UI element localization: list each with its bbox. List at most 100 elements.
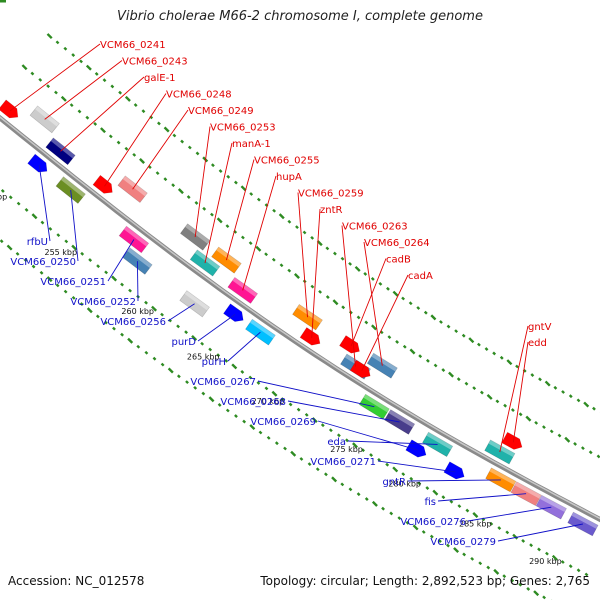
gene-label-galE-1[interactable]: galE-1 <box>144 73 176 84</box>
tick-mark <box>100 127 106 134</box>
tick-mark <box>256 381 261 385</box>
tick-mark <box>216 353 221 358</box>
feature-zntR[interactable] <box>299 327 323 348</box>
gene-label-edd[interactable]: edd <box>528 338 547 349</box>
tick-mark <box>328 428 333 433</box>
tick-mark <box>497 526 502 530</box>
gene-label-VCM66_0251[interactable]: VCM66_0251 <box>40 277 106 288</box>
gene-label-VCM66_0268[interactable]: VCM66_0268 <box>220 397 286 408</box>
tick-mark <box>568 394 573 399</box>
tick-mark <box>124 146 129 151</box>
tick-mark <box>412 524 419 531</box>
tick-mark <box>136 344 141 349</box>
tick-mark <box>472 386 477 391</box>
tick-mark <box>510 578 515 583</box>
tick-mark <box>324 472 328 477</box>
tick-mark <box>332 299 339 306</box>
gene-label-VCM66_0250[interactable]: VCM66_0250 <box>10 257 76 268</box>
gene-label-VCM66_0263[interactable]: VCM66_0263 <box>342 222 408 233</box>
feature-VCM66_0248[interactable] <box>92 174 116 197</box>
feature-VCM66_0269[interactable] <box>405 439 429 460</box>
gene-label-purD[interactable]: purD <box>172 337 197 348</box>
leader-line <box>104 93 167 187</box>
tick-mark <box>392 290 399 297</box>
tick-mark <box>30 71 35 76</box>
gene-label-manA-1[interactable]: manA-1 <box>232 139 271 150</box>
gene-label-VCM66_0276[interactable]: VCM66_0276 <box>400 517 466 528</box>
leader-line <box>194 126 211 238</box>
tick-mark <box>449 499 454 504</box>
gene-label-VCM66_0264[interactable]: VCM66_0264 <box>364 238 430 249</box>
leader-line <box>287 400 400 423</box>
tick-mark <box>573 442 577 446</box>
tick-mark <box>492 351 497 356</box>
tick-mark <box>231 363 238 370</box>
tick-mark <box>293 273 300 279</box>
gene-label-fis[interactable]: fis <box>424 497 436 508</box>
feature-cadB[interactable] <box>339 335 362 357</box>
tick-mark <box>86 307 93 314</box>
gene-label-cadA[interactable]: cadA <box>408 271 433 282</box>
gene-label-VCM66_0279[interactable]: VCM66_0279 <box>430 537 496 548</box>
tick-mark <box>185 380 189 385</box>
gene-label-VCM66_0269[interactable]: VCM66_0269 <box>250 417 316 428</box>
gene-label-VCM66_0253[interactable]: VCM66_0253 <box>210 123 276 134</box>
leader-line <box>377 460 456 473</box>
gene-label-VCM66_0252[interactable]: VCM66_0252 <box>70 297 136 308</box>
tick-mark <box>502 574 507 579</box>
tick-mark <box>248 241 253 246</box>
gene-label-eda[interactable]: eda <box>327 437 346 448</box>
gene-label-VCM66_0256[interactable]: VCM66_0256 <box>100 317 166 328</box>
gene-label-zntR[interactable]: zntR <box>320 205 343 216</box>
tick-mark <box>453 547 460 554</box>
gene-label-gntR[interactable]: gntR <box>382 477 406 488</box>
tick-mark <box>88 258 93 262</box>
tick-mark <box>515 364 519 369</box>
tick-mark <box>71 53 76 57</box>
tick-mark <box>287 219 292 224</box>
gene-label-VCM66_0255[interactable]: VCM66_0255 <box>254 156 320 167</box>
gene-label-gntV[interactable]: gntV <box>528 322 552 333</box>
tick-mark <box>409 348 416 355</box>
tick-mark <box>457 504 462 509</box>
gene-label-VCM66_0248[interactable]: VCM66_0248 <box>166 90 232 101</box>
tick-mark <box>462 552 467 557</box>
tick-mark <box>94 72 99 76</box>
tick-mark <box>512 533 519 540</box>
tick-mark <box>381 506 385 511</box>
tick-mark <box>176 374 181 379</box>
tick-mark <box>470 556 475 561</box>
tick-mark <box>240 370 245 374</box>
tick-mark <box>124 95 131 102</box>
tick-mark <box>95 314 100 319</box>
tick-mark <box>71 295 76 300</box>
feature-purD[interactable] <box>223 303 246 325</box>
feature-rfbU[interactable] <box>27 153 51 176</box>
tick-mark <box>538 377 542 382</box>
tick-mark <box>364 320 369 325</box>
tick-mark <box>525 415 532 422</box>
gene-label-hupA[interactable]: hupA <box>276 172 302 183</box>
tick-mark <box>551 554 558 561</box>
tick-mark <box>542 425 546 430</box>
gene-label-cadB[interactable]: cadB <box>386 255 411 266</box>
gene-label-VCM66_0259[interactable]: VCM66_0259 <box>298 189 364 200</box>
gene-label-VCM66_0243[interactable]: VCM66_0243 <box>122 57 188 68</box>
gene-label-VCM66_0271[interactable]: VCM66_0271 <box>310 457 376 468</box>
tick-mark <box>580 446 585 451</box>
gene-label-rfbU[interactable]: rfbU <box>27 237 48 248</box>
gene-label-VCM66_0249[interactable]: VCM66_0249 <box>188 106 254 117</box>
tick-mark <box>561 390 565 394</box>
tick-mark <box>85 64 92 71</box>
gene-label-VCM66_0241[interactable]: VCM66_0241 <box>100 40 166 51</box>
tick-mark <box>439 320 443 324</box>
tick-mark <box>63 289 68 294</box>
gene-label-VCM66_0267[interactable]: VCM66_0267 <box>190 377 256 388</box>
gene-label-purH[interactable]: purH <box>202 357 226 368</box>
tick-mark <box>484 347 489 351</box>
tick-mark <box>186 195 191 199</box>
tick-mark <box>272 208 277 213</box>
tick-mark <box>279 263 284 268</box>
tick-mark <box>167 367 174 374</box>
